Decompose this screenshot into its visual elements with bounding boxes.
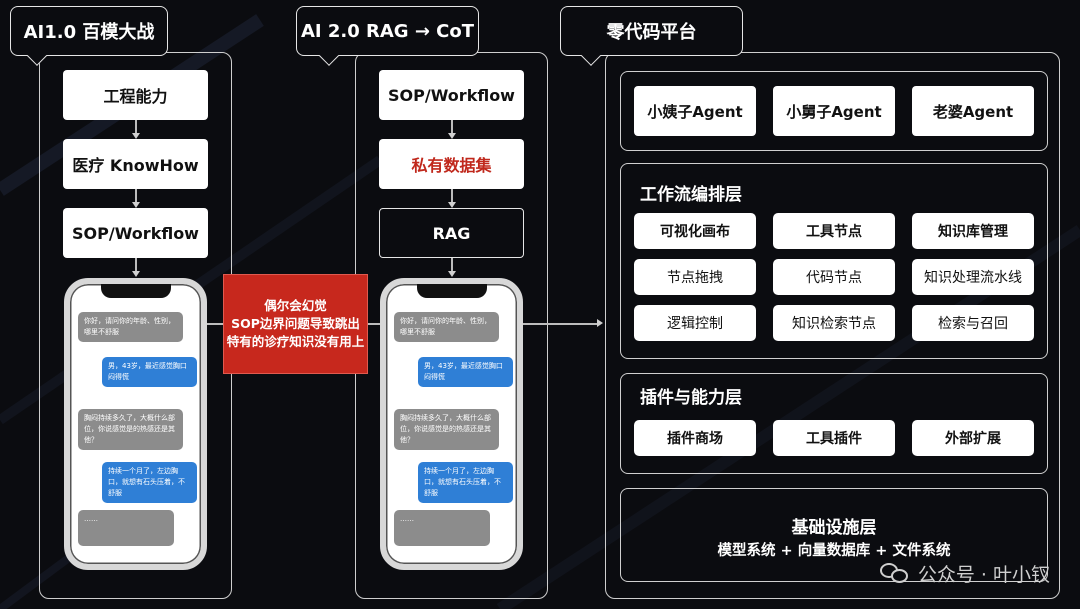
- wechat-icon: [879, 562, 910, 585]
- agents-panel: 小姨子Agent 小舅子Agent 老婆Agent: [620, 71, 1048, 151]
- col2-box-sop: SOP/Workflow: [379, 70, 524, 120]
- agent-box-1: 小姨子Agent: [634, 86, 756, 136]
- agent-box-1-label: 小姨子Agent: [647, 102, 743, 121]
- col2-to-platform-arrow: [597, 319, 603, 327]
- warning-box: 偶尔会幻觉 SOP边界问题导致跳出 特有的诊疗知识没有用上: [223, 274, 368, 374]
- chat-bubble-doctor-1: 你好，请问你的年龄、性别，哪里不舒服: [78, 312, 183, 342]
- workflow-item-2: 工具节点: [773, 213, 895, 249]
- agent-box-3: 老婆Agent: [912, 86, 1034, 136]
- chat-bubble-patient-1: 男，43岁，最近感觉胸口闷得慌: [418, 357, 513, 387]
- agent-box-3-label: 老婆Agent: [932, 102, 1014, 121]
- phone-notch-1: [100, 284, 171, 298]
- col2-arrow-2: [448, 202, 456, 208]
- plugin-layer-title: 插件与能力层: [640, 388, 742, 408]
- workflow-item-4: 节点拖拽: [634, 259, 756, 295]
- plugin-layer-panel: 插件与能力层 插件商场 工具插件 外部扩展: [620, 373, 1048, 474]
- phone-notch-2: [416, 284, 487, 298]
- col2-arrow-1: [448, 133, 456, 139]
- col1-box-engineering-label: 工程能力: [103, 87, 168, 106]
- workflow-item-8: 知识检索节点: [773, 305, 895, 341]
- col1-box-engineering: 工程能力: [63, 70, 208, 120]
- phone-mockup-2: 你好，请问你的年龄、性别，哪里不舒服 男，43岁，最近感觉胸口闷得慌 胸闷持续多…: [380, 278, 523, 570]
- chat-bubble-patient-2: 持续一个月了，左边胸口，就想有石头压着，不舒服: [418, 462, 513, 503]
- col1-connector-1: [135, 120, 137, 134]
- chat-bubble-doctor-2: 胸闷持续多久了，大概什么部位，你说感觉是的热感还是其他？: [394, 409, 499, 450]
- column3-frame: [605, 52, 1060, 599]
- col2-connector-1: [451, 120, 453, 134]
- infra-layer-panel: 基础设施层 模型系统 + 向量数据库 + 文件系统: [620, 488, 1048, 582]
- workflow-layer-panel: 工作流编排层 可视化画布 工具节点 知识库管理 节点拖拽 代码节点 知识处理流水…: [620, 163, 1048, 359]
- workflow-layer-title: 工作流编排层: [640, 185, 742, 205]
- chat-bubble-doctor-2: 胸闷持续多久了，大概什么部位，你说感觉是的热感还是其他？: [78, 409, 183, 450]
- agent-box-2-label: 小舅子Agent: [786, 102, 882, 121]
- col1-arrow-1: [132, 133, 140, 139]
- col2-box-sop-label: SOP/Workflow: [388, 85, 515, 105]
- col2-box-rag: RAG: [379, 208, 524, 258]
- column2-header-text: AI 2.0 RAG → CoT: [300, 20, 475, 42]
- watermark: 公众号 · 叶小钗: [879, 560, 1050, 587]
- chat-bubble-typing: ……: [78, 510, 174, 546]
- col1-box-knowhow: 医疗 KnowHow: [63, 139, 208, 189]
- phone-mockup-1: 你好，请问你的年龄、性别，哪里不舒服 男，43岁，最近感觉胸口闷得慌 胸闷持续多…: [64, 278, 207, 570]
- col1-connector-3: [135, 258, 137, 272]
- workflow-item-1: 可视化画布: [634, 213, 756, 249]
- agent-box-2: 小舅子Agent: [773, 86, 895, 136]
- col1-box-knowhow-label: 医疗 KnowHow: [72, 156, 199, 175]
- workflow-item-5: 代码节点: [773, 259, 895, 295]
- col1-box-sop: SOP/Workflow: [63, 208, 208, 258]
- plugin-item-2: 工具插件: [773, 420, 895, 456]
- column2-header: AI 2.0 RAG → CoT: [296, 6, 479, 56]
- infra-layer-subtitle: 模型系统 + 向量数据库 + 文件系统: [717, 543, 951, 559]
- workflow-item-3: 知识库管理: [912, 213, 1034, 249]
- warning-line-1: 偶尔会幻觉: [264, 298, 327, 313]
- col1-connector-2: [135, 189, 137, 203]
- chat-bubble-typing: ……: [394, 510, 490, 546]
- infra-layer-title: 基础设施层: [791, 518, 877, 538]
- col2-arrow-3: [448, 271, 456, 277]
- column1-header-text: AI1.0 百模大战: [23, 22, 155, 43]
- plugin-item-1: 插件商场: [634, 420, 756, 456]
- chat-bubble-doctor-1: 你好，请问你的年龄、性别，哪里不舒服: [394, 312, 499, 342]
- col2-to-platform-connector: [523, 323, 598, 325]
- warn-connector-right: [367, 323, 381, 325]
- watermark-text: 公众号 · 叶小钗: [917, 564, 1050, 586]
- col2-connector-3: [451, 258, 453, 272]
- column3-header-text: 零代码平台: [606, 22, 697, 43]
- workflow-item-6: 知识处理流水线: [912, 259, 1034, 295]
- warn-connector-left: [207, 323, 224, 325]
- col2-connector-2: [451, 189, 453, 203]
- workflow-item-9: 检索与召回: [912, 305, 1034, 341]
- col2-box-private-dataset: 私有数据集: [379, 139, 524, 189]
- warning-line-3: 特有的诊疗知识没有用上: [226, 334, 365, 349]
- col1-arrow-3: [132, 271, 140, 277]
- col2-box-private-dataset-label: 私有数据集: [411, 156, 492, 175]
- plugin-item-3: 外部扩展: [912, 420, 1034, 456]
- chat-bubble-patient-2: 持续一个月了，左边胸口，就想有石头压着，不舒服: [102, 462, 197, 503]
- workflow-item-7: 逻辑控制: [634, 305, 756, 341]
- col2-box-rag-label: RAG: [432, 223, 471, 243]
- col1-box-sop-label: SOP/Workflow: [72, 223, 199, 243]
- chat-bubble-patient-1: 男，43岁，最近感觉胸口闷得慌: [102, 357, 197, 387]
- warning-line-2: SOP边界问题导致跳出: [231, 316, 360, 331]
- col1-arrow-2: [132, 202, 140, 208]
